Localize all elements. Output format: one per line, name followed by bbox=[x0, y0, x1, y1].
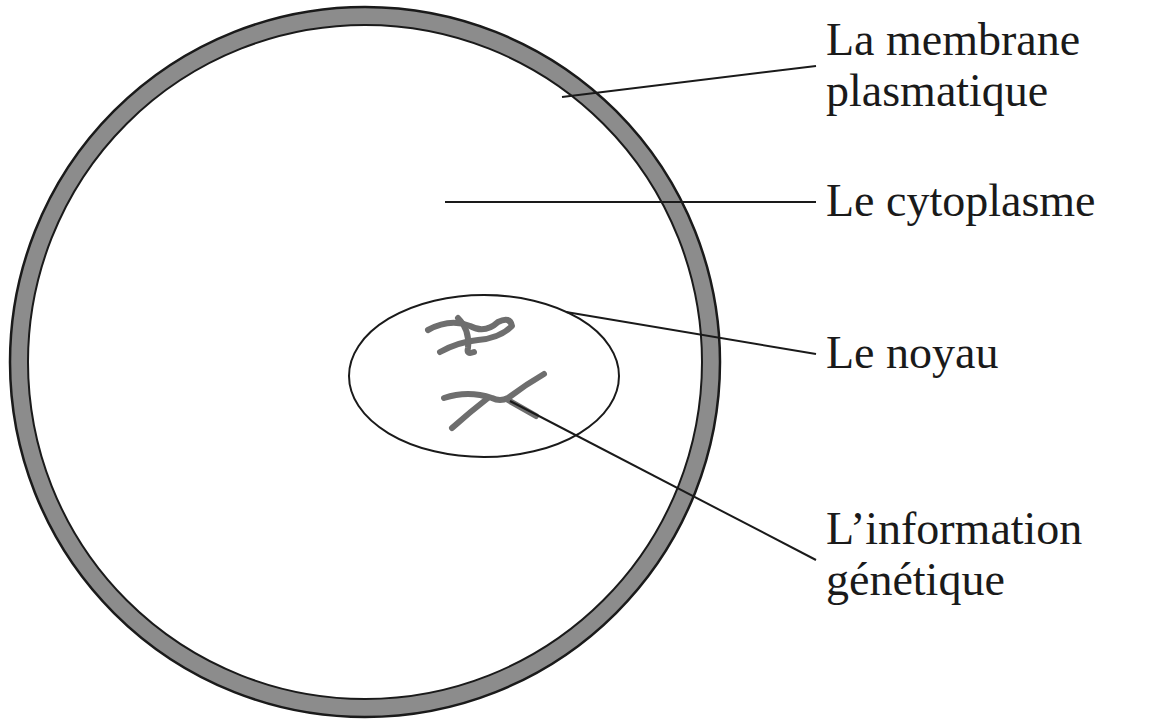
chromosomes bbox=[428, 318, 544, 428]
membrane-outer-edge bbox=[10, 7, 720, 717]
part-label: L’information génétique bbox=[826, 504, 1138, 605]
chromosome bbox=[458, 318, 474, 353]
leader-line bbox=[562, 66, 816, 97]
part-label: Le noyau bbox=[826, 328, 1138, 379]
membrane-inner-edge bbox=[28, 25, 702, 699]
leader-lines bbox=[445, 66, 816, 560]
leader-line bbox=[566, 312, 816, 354]
nucleus-outline bbox=[349, 295, 619, 457]
part-label: Le cytoplasme bbox=[826, 176, 1138, 227]
leader-line bbox=[510, 401, 816, 560]
chromosome bbox=[452, 398, 488, 428]
membrane-ring bbox=[19, 16, 711, 708]
leader-line bbox=[445, 201, 816, 203]
chromosome bbox=[444, 374, 544, 400]
part-label: La membrane plasmatique bbox=[826, 15, 1138, 116]
